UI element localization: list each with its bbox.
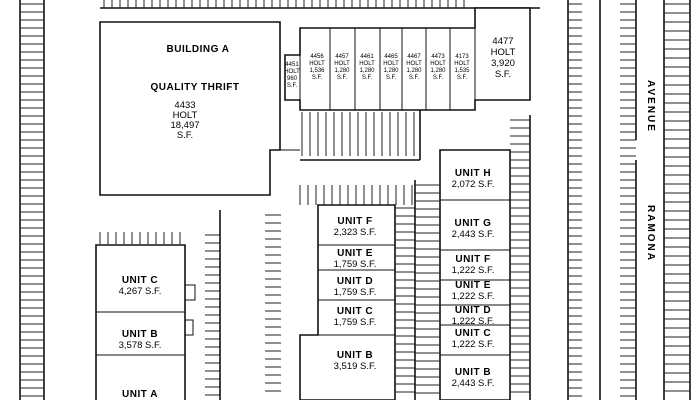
middle-unit-name: UNIT E <box>337 248 373 259</box>
east-unit-name: UNIT G <box>455 218 492 229</box>
holt-unit-area: 1,280 <box>406 68 422 74</box>
middle-unit-area: 1,759 S.F. <box>334 259 377 270</box>
middle-unit-name: UNIT C <box>337 306 373 317</box>
holt-unit-area: 1,280 <box>359 68 375 74</box>
holt-unit-area: 1,280 <box>334 68 350 74</box>
building-a-title: BUILDING A <box>167 44 230 55</box>
building-a: BUILDING A QUALITY THRIFT 4433 HOLT 18,4… <box>99 21 300 196</box>
east-unit-area: 1,222 S.F. <box>452 265 495 276</box>
east-unit-name: UNIT D <box>455 305 491 316</box>
holt-corner-street: HOLT <box>491 47 516 58</box>
west-building-parking <box>99 214 281 396</box>
holt-unit-sf: S.F. <box>386 75 397 81</box>
holt-unit-street: HOLT <box>334 61 350 67</box>
holt-unit-sf: S.F. <box>457 75 468 81</box>
holt-corner-unit-label: S.F. <box>495 69 511 80</box>
west-building: UNIT C 4,267 S.F. UNIT B 3,578 S.F. UNIT… <box>95 244 196 400</box>
east-unit-area: 1,222 S.F. <box>452 316 495 327</box>
holt-unit-street: HOLT <box>359 61 375 67</box>
holt-corner-unit: 4477 HOLT 3,920 S.F. <box>491 36 516 80</box>
east-unit-name: UNIT E <box>455 280 491 291</box>
left-parking-edge <box>19 0 45 400</box>
holt-unit-area: 1,536 <box>309 68 325 74</box>
middle-unit-area: 2,323 S.F. <box>334 227 377 238</box>
holt-unit-street: HOLT <box>383 61 399 67</box>
holt-unit-sf: S.F. <box>433 75 444 81</box>
east-building: UNIT H2,072 S.F.UNIT G2,443 S.F.UNIT F1,… <box>439 149 511 400</box>
right-parking-edge <box>567 0 691 400</box>
east-unit-area: 2,072 S.F. <box>452 179 495 190</box>
holt-unit-area: 1,280 <box>430 68 446 74</box>
holt-unit-number: 4173 <box>455 54 469 60</box>
west-unit-c-name: UNIT C <box>122 275 158 286</box>
top-parking-row <box>100 0 540 9</box>
west-unit-a-name: UNIT A <box>122 389 158 400</box>
west-unit-c-area: 4,267 S.F. <box>119 286 162 297</box>
holt-unit-number: 4456 <box>310 54 324 60</box>
building-a-street: HOLT <box>173 110 198 121</box>
holt-unit-street: HOLT <box>284 69 300 75</box>
middle-unit-name: UNIT F <box>337 216 372 227</box>
holt-front-parking <box>301 112 415 156</box>
west-unit-b-name: UNIT B <box>122 329 158 340</box>
middle-unit-name: UNIT B <box>337 350 373 361</box>
east-unit-area: 2,443 S.F. <box>452 378 495 389</box>
middle-unit-area: 3,519 S.F. <box>334 361 377 372</box>
holt-unit-sf: S.F. <box>409 75 420 81</box>
east-unit-name: UNIT H <box>455 168 491 179</box>
holt-unit-street: HOLT <box>406 61 422 67</box>
holt-unit-area: 1,280 <box>383 68 399 74</box>
middle-building: UNIT F2,323 S.F.UNIT E1,759 S.F.UNIT D1,… <box>299 204 396 400</box>
east-unit-name: UNIT C <box>455 328 491 339</box>
east-unit-name: UNIT B <box>455 367 491 378</box>
holt-unit-number: 4465 <box>384 54 398 60</box>
east-unit-name: UNIT F <box>455 254 490 265</box>
holt-unit-number: 4451 <box>285 62 299 68</box>
holt-unit-sf: S.F. <box>362 75 373 81</box>
middle-unit-area: 1,759 S.F. <box>334 317 377 328</box>
middle-building-parking <box>299 185 415 393</box>
west-unit-b-area: 3,578 S.F. <box>119 340 162 351</box>
street-label-ramona: RAMONA <box>645 205 656 262</box>
holt-unit-area: 960 <box>287 76 298 82</box>
holt-strip: 4451HOLT960S.F.4456HOLT1,536S.F.4457HOLT… <box>284 7 531 111</box>
holt-unit-number: 4457 <box>335 54 349 60</box>
holt-unit-sf: S.F. <box>287 83 298 89</box>
middle-unit-area: 1,759 S.F. <box>334 287 377 298</box>
holt-unit-number: 4473 <box>431 54 445 60</box>
east-unit-area: 1,222 S.F. <box>452 339 495 350</box>
building-a-address: 4433 <box>174 100 195 111</box>
east-unit-area: 2,443 S.F. <box>452 229 495 240</box>
east-unit-area: 1,222 S.F. <box>452 291 495 302</box>
holt-corner-area: 3,920 <box>491 58 515 69</box>
street-label-avenue: AVENUE <box>645 80 656 133</box>
holt-unit-sf: S.F. <box>312 75 323 81</box>
holt-unit-number: 4467 <box>407 54 421 60</box>
holt-unit-street: HOLT <box>309 61 325 67</box>
holt-unit-number: 4461 <box>360 54 374 60</box>
building-a-area: 18,497 <box>170 120 199 131</box>
holt-unit-street: HOLT <box>430 61 446 67</box>
holt-unit-street: HOLT <box>454 61 470 67</box>
east-building-parking <box>415 119 530 394</box>
holt-corner-number: 4477 <box>492 36 513 47</box>
building-a-area-unit: S.F. <box>177 130 193 141</box>
middle-unit-name: UNIT D <box>337 276 373 287</box>
holt-unit-area: 1,535 <box>454 68 470 74</box>
building-a-tenant: QUALITY THRIFT <box>150 82 239 93</box>
holt-unit-sf: S.F. <box>337 75 348 81</box>
